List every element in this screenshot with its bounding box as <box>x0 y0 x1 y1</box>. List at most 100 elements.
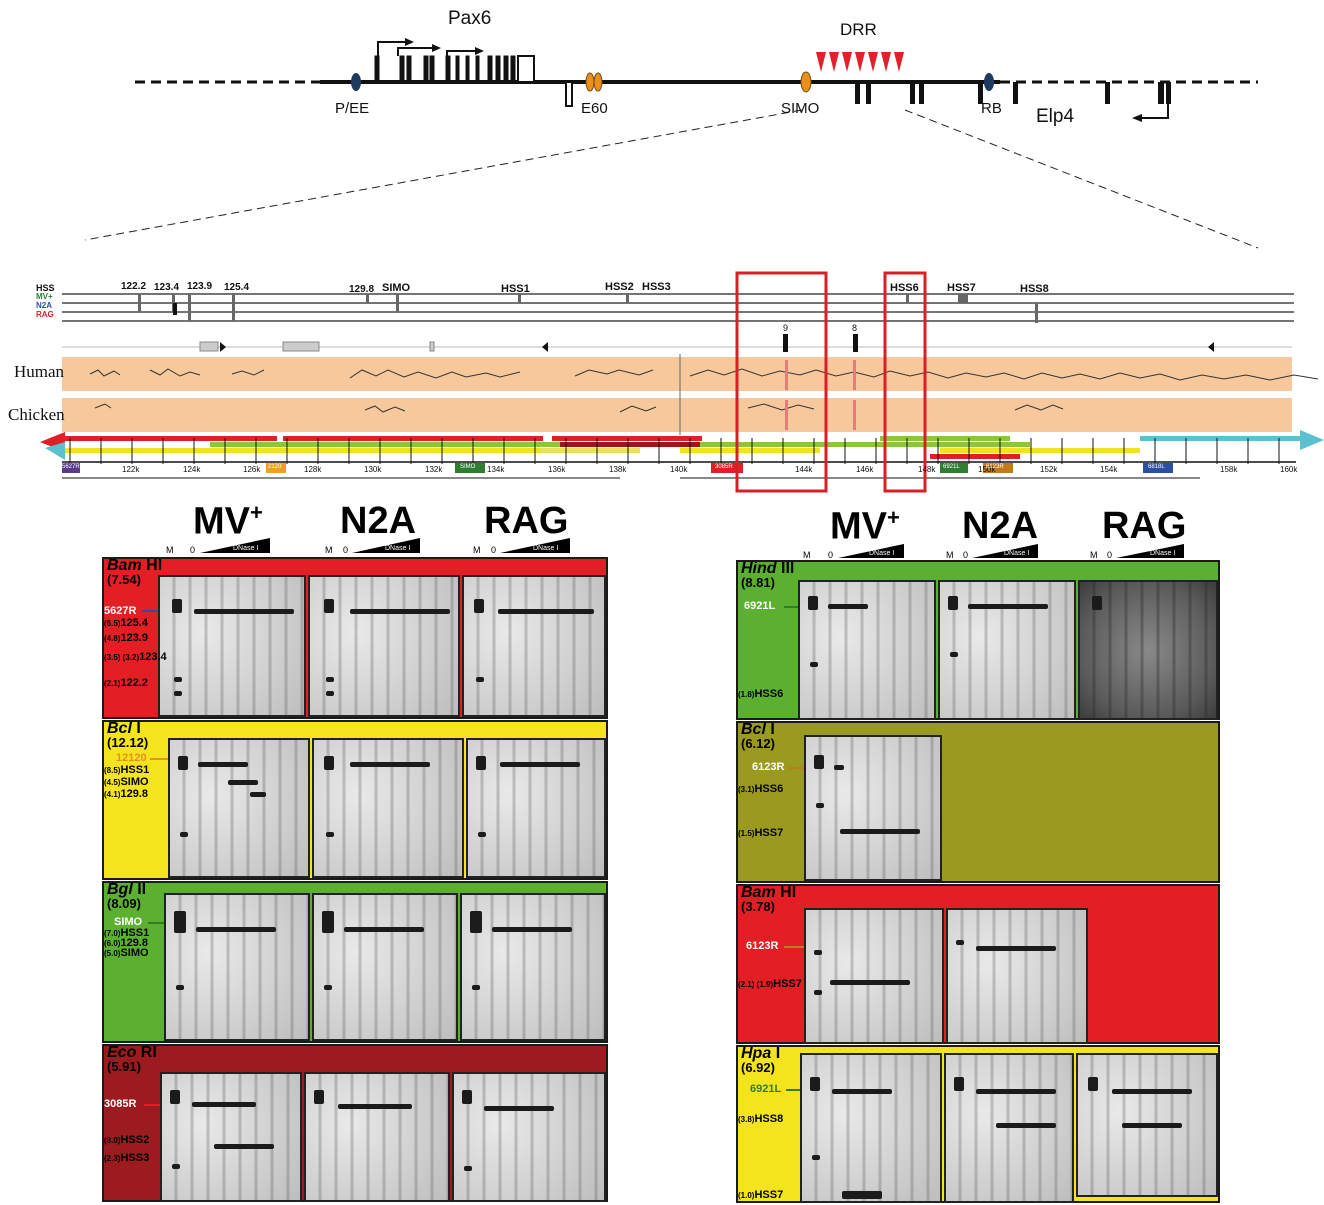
band-marker: (1.0)HSS7 <box>738 1189 784 1201</box>
enzyme-suffix: I <box>136 720 141 737</box>
gel-image-rag <box>460 893 606 1041</box>
panel-enzyme: Eco RI <box>107 1044 157 1062</box>
lane-m: M <box>166 545 174 555</box>
lane-zero: 0 <box>343 545 349 555</box>
gel-image-n2a <box>304 1072 450 1202</box>
probe-tag: 5627R <box>62 464 80 470</box>
dnase-wedge <box>352 538 420 553</box>
band-marker: (4.8)123.9 <box>104 632 148 644</box>
tick-label: 132k <box>425 465 443 474</box>
enzyme-name: Bgl <box>107 881 133 898</box>
lane-zero: 0 <box>1107 550 1113 560</box>
gel-image-n2a <box>938 580 1076 720</box>
hss-hss6: HSS6 <box>890 282 919 294</box>
panel-enzyme: Bcl I <box>741 721 775 739</box>
tick-label: 136k <box>548 465 566 474</box>
peak-number-8: 8 <box>852 323 858 333</box>
dnase-wedge <box>1116 544 1184 558</box>
enzyme-name: Bcl <box>741 721 766 738</box>
tick-label: 130k <box>364 465 382 474</box>
enzyme-name: Bam <box>107 557 142 574</box>
drr-label: DRR <box>840 20 877 39</box>
lane-dnase: DNase I <box>385 545 411 552</box>
panel-size: (8.09) <box>107 896 141 911</box>
gel-image-mv <box>164 893 310 1041</box>
header-text: MV <box>193 500 250 543</box>
probe-label: 6123R <box>746 940 779 952</box>
panel-enzyme: Bcl I <box>107 720 141 738</box>
gel-panel-bamhi-right: Bam HI (3.78) 6123R (2.1) (1.9)HSS7 <box>736 884 1220 1044</box>
hss-123-4: 123.4 <box>154 282 180 293</box>
gel-image-n2a <box>312 738 464 878</box>
gel-image-rag <box>466 738 606 878</box>
band-marker: (3.5) (3.2)123.4 <box>104 651 167 663</box>
probe-tag: 3085R <box>715 464 733 470</box>
probe-marker <box>784 606 798 608</box>
gel-panel-bglii-left: Bgl II (8.09) SIMO (7.0)HSS1 (6.0)129.8 … <box>102 881 608 1043</box>
probe-marker <box>142 610 158 612</box>
tick-label: 148k <box>918 465 936 474</box>
gel-panel-hpai-right: Hpa I (6.92) 6921L (3.8)HSS8 (1.0)HSS7 <box>736 1045 1220 1203</box>
lane-m: M <box>803 550 811 560</box>
tick-label: 150k <box>978 465 996 474</box>
lane-dnase: DNase I <box>233 545 259 552</box>
band-marker: (4.5)SIMO <box>104 776 149 788</box>
gel-panel-bamhi-left: Bam HI (7.54) 5627R (6.5)125.4 (4.8)123.… <box>102 557 608 719</box>
tick-label: 160k <box>1280 465 1298 474</box>
gel-panel-bcli-left: Bcl I (12.12) 12120 (8.5)HSS1 (4.5)SIMO … <box>102 720 608 880</box>
probe-marker <box>788 767 804 769</box>
gel-image-mv <box>804 735 942 881</box>
panel-size: (12.12) <box>107 735 149 750</box>
lane-dnase: DNase I <box>869 550 895 557</box>
lane-zero: 0 <box>491 545 497 555</box>
gel-image-mv <box>798 580 936 720</box>
hss-hss3: HSS3 <box>642 281 671 293</box>
band-marker: (6.5)125.4 <box>104 617 148 629</box>
tick-label: 158k <box>1220 465 1238 474</box>
hss-hss7: HSS7 <box>947 282 976 294</box>
hss-hss2: HSS2 <box>605 281 634 293</box>
enzyme-name: Bcl <box>107 720 132 737</box>
tick-label: 126k <box>243 465 261 474</box>
header-mv-left: MV+ <box>193 500 263 544</box>
enzyme-name: Bam <box>741 884 776 901</box>
gel-image-n2a <box>944 1053 1074 1203</box>
tick-label: 138k <box>609 465 627 474</box>
dnase-wedge <box>972 544 1038 558</box>
tick-label: 154k <box>1100 465 1118 474</box>
enzyme-suffix: III <box>781 560 795 577</box>
track-mv-label: MV+ <box>36 292 53 301</box>
lane-m: M <box>473 545 481 555</box>
hss-hss1: HSS1 <box>501 283 530 295</box>
panel-enzyme: Hind III <box>741 560 794 578</box>
lane-dnase: DNase I <box>533 545 559 552</box>
panel-size: (7.54) <box>107 572 141 587</box>
probe-marker <box>786 1089 800 1091</box>
band-marker: (4.1)129.8 <box>104 788 148 800</box>
probe-marker <box>784 946 804 948</box>
hss-125-4: 125.4 <box>224 282 250 293</box>
track-rag-label: RAG <box>36 310 54 319</box>
gel-image-rag <box>462 575 606 717</box>
lane-zero: 0 <box>963 550 969 560</box>
hss-123-9: 123.9 <box>187 281 213 292</box>
probe-marker <box>144 1104 160 1106</box>
gel-image-n2a <box>312 893 458 1041</box>
lane-zero: 0 <box>190 545 196 555</box>
probe-marker <box>148 922 164 924</box>
lane-m: M <box>325 545 333 555</box>
element-simo-label: SIMO <box>781 100 820 117</box>
gel-image-n2a <box>308 575 460 717</box>
panel-size: (6.92) <box>741 1060 775 1075</box>
elp4-label: Elp4 <box>1036 106 1075 127</box>
panel-size: (6.12) <box>741 736 775 751</box>
tick-label: 134k <box>487 465 505 474</box>
hss-129-8: 129.8 <box>349 284 375 295</box>
tick-label: 152k <box>1040 465 1058 474</box>
band-marker: (2.1) (1.9)HSS7 <box>738 978 802 990</box>
header-n2a-left: N2A <box>340 500 417 542</box>
lane-zero: 0 <box>828 550 834 560</box>
enzyme-name: Eco <box>107 1044 137 1061</box>
probe-label: 6921L <box>750 1083 782 1095</box>
band-marker: (2.3)HSS3 <box>104 1152 150 1164</box>
